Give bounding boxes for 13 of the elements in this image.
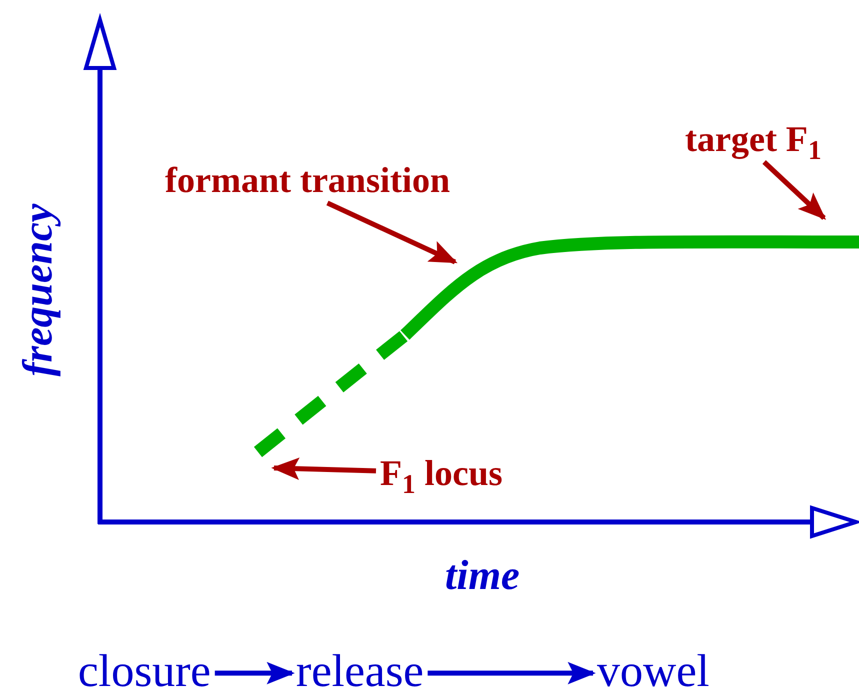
arrow — [271, 457, 376, 480]
arrow — [214, 662, 295, 684]
stage-label: closure — [78, 644, 211, 691]
arrow — [762, 160, 826, 220]
annotation-label: formant transition — [165, 159, 450, 201]
axis-label: time — [445, 555, 520, 597]
axis-label: frequency — [16, 204, 59, 376]
annotation-label: F$_{1}$ locus — [380, 452, 503, 494]
annotation-label: target F$_{1}$ — [685, 118, 822, 160]
arrow — [428, 662, 596, 684]
stage-label: release — [296, 644, 424, 691]
stage-label: vowel — [597, 644, 710, 691]
arrow — [326, 200, 458, 264]
